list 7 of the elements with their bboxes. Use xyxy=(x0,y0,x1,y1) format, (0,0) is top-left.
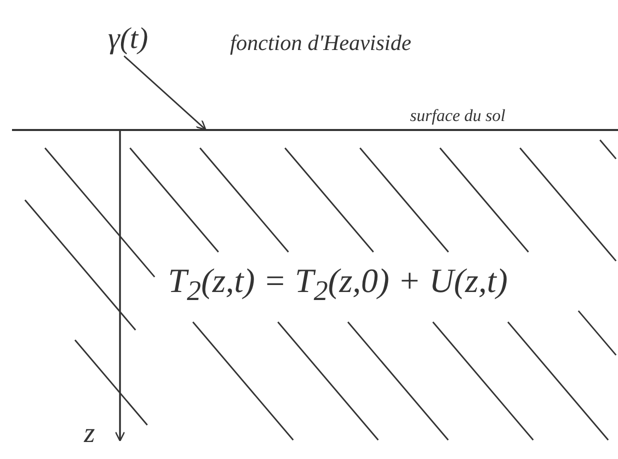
arrow xyxy=(124,55,206,130)
ground-surface-line xyxy=(12,129,618,131)
axis-label: z xyxy=(84,418,95,450)
function-symbol: γ(t) xyxy=(108,22,148,55)
surface-label: surface du sol xyxy=(410,106,506,126)
equation: T$_{2}$(z,t) = T$_{2}$(z,0) + U(z,t) xyxy=(168,263,508,308)
annotation: fonction d'Heaviside xyxy=(230,30,412,56)
